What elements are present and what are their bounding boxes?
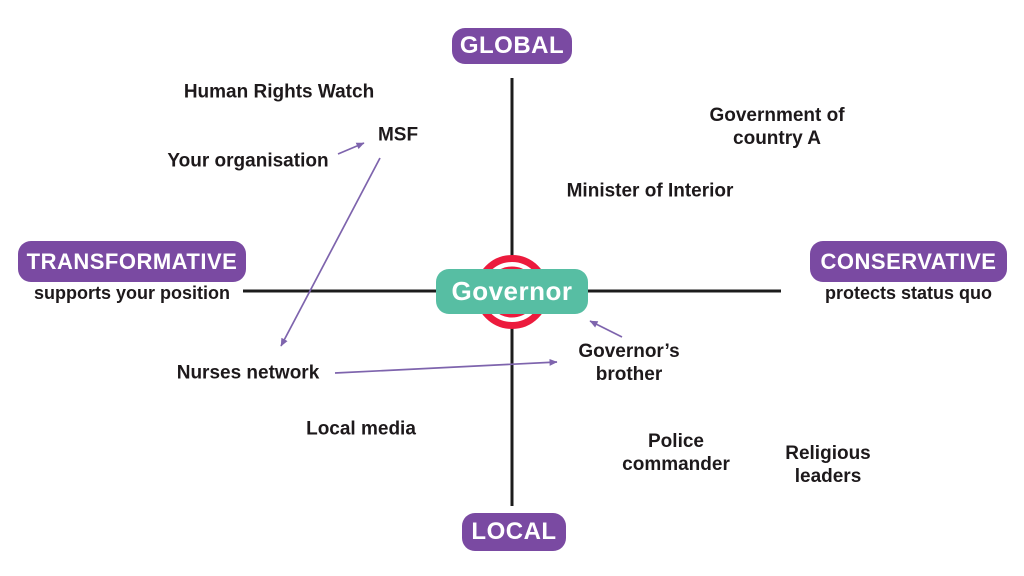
axis-badge-conservative-label: CONSERVATIVE bbox=[820, 248, 997, 274]
governor-node: Governor bbox=[436, 269, 588, 314]
stakeholder-local-media: Local media bbox=[306, 418, 416, 440]
axis-badge-transformative: TRANSFORMATIVE bbox=[18, 241, 246, 282]
arrow-governors-brother-to-governor bbox=[589, 320, 623, 338]
arrow-msf-to-nurses-network bbox=[280, 157, 381, 347]
axis-badge-global: GLOBAL bbox=[452, 28, 572, 64]
axis-badge-global-label: GLOBAL bbox=[459, 32, 565, 59]
stakeholder-police-commander: Police commander bbox=[622, 431, 730, 475]
stakeholder-government-of-country-a: Government of country A bbox=[709, 105, 845, 149]
axis-badge-local: LOCAL bbox=[462, 513, 566, 551]
stakeholder-governors-brother: Governor’s brother bbox=[578, 341, 680, 385]
stakeholder-minister-of-interior: Minister of Interior bbox=[566, 180, 734, 202]
stakeholder-human-rights-watch: Human Rights Watch bbox=[183, 81, 375, 103]
stakeholder-msf: MSF bbox=[377, 124, 419, 146]
axis-badge-local-label: LOCAL bbox=[471, 518, 557, 545]
arrow-your-organisation-to-msf bbox=[337, 142, 365, 155]
governor-node-label: Governor bbox=[451, 276, 573, 306]
axis-subtitle-conservative: protects status quo bbox=[824, 283, 993, 303]
arrow-nurses-network-to-governors-brother bbox=[334, 358, 558, 374]
axis-badge-transformative-label: TRANSFORMATIVE bbox=[26, 248, 238, 274]
stakeholder-nurses-network: Nurses network bbox=[176, 362, 320, 384]
stakeholder-your-organisation: Your organisation bbox=[167, 150, 329, 172]
axis-subtitle-transformative: supports your position bbox=[34, 283, 230, 303]
stakeholder-religious-leaders: Religious leaders bbox=[785, 443, 871, 487]
axis-badge-conservative: CONSERVATIVE bbox=[810, 241, 1007, 282]
